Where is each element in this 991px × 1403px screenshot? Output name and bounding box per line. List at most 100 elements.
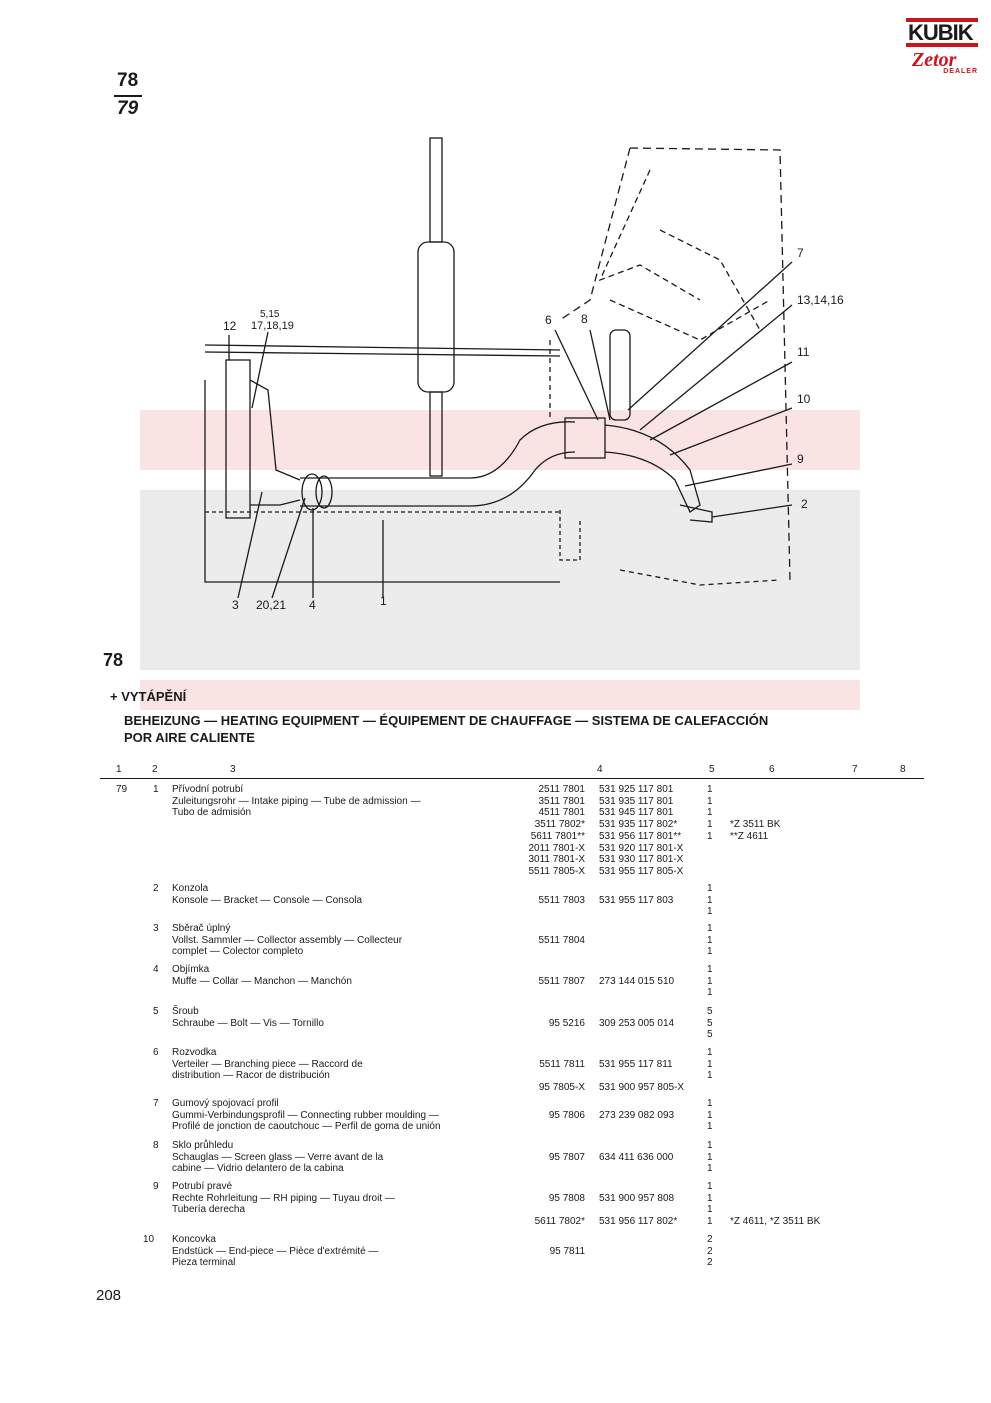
row-quantity: 1 [707,1216,713,1228]
col-header-4: 4 [597,764,603,775]
figure-number-top: 78 [117,70,139,91]
row-part-number: 531 900 957 805-X [599,1082,685,1094]
col-header-1: 1 [116,764,122,775]
row-description-line: Gummi-Verbindungsprofil — Connecting rub… [172,1109,439,1121]
col-header-6: 6 [769,764,775,775]
brand-tag: DEALER [943,68,978,75]
row-quantity: 1 [707,1140,713,1151]
row-position: 9 [153,1181,159,1192]
row-quantity: 5 [707,1029,713,1041]
row-part-number: 531 900 957 808 [599,1192,675,1204]
row-part-number: 531 925 117 801 [599,784,674,795]
callout-4: 4 [309,598,316,612]
row-reference-number: 5611 7801** [530,830,585,842]
row-description-line: Potrubí pravé [172,1181,233,1192]
row-part-number: 531 935 117 801 [599,795,674,807]
row-reference-number: 95 7811 [549,1245,585,1257]
row-quantity: 1 [707,1098,713,1109]
row-description-line: Pieza terminal [172,1257,236,1269]
row-reference-number: 5511 7803 [538,894,585,906]
row-description-line: Schraube — Bolt — Vis — Tornillo [172,1017,324,1029]
callout-20-21: 20,21 [256,598,287,612]
row-description-line: Profilé de jonction de caoutchouc — Perf… [172,1121,441,1133]
brand-sub: Zetor [912,49,957,71]
row-quantity: 1 [707,1151,713,1163]
row-part-number: 531 956 117 801** [599,830,682,842]
section-subtitle-line2: POR AIRE CALIENTE [124,730,255,745]
callout-6: 6 [545,313,552,327]
group-number: 79 [116,784,128,795]
row-position: 5 [153,1006,159,1017]
row-part-number: 273 144 015 510 [599,975,675,987]
row-reference-number: 3511 7802* [534,819,585,831]
row-position: 8 [153,1140,159,1151]
row-position: 3 [153,923,159,934]
row-description-line: cabine — Vidrio delantero de la cabina [172,1163,344,1175]
row-quantity: 1 [707,883,713,894]
row-quantity: 1 [707,1181,713,1192]
row-quantity: 1 [707,923,713,934]
row-description-line: Rechte Rohrleitung — RH piping — Tuyau d… [172,1192,395,1204]
row-part-number: 531 955 117 811 [599,1058,673,1070]
row-quantity: 1 [707,1058,713,1070]
row-reference-number: 2011 7801-X [528,842,585,854]
row-description-line: Verteiler — Branching piece — Raccord de [172,1058,363,1070]
row-quantity: 1 [707,1204,713,1216]
section-subtitle: BEHEIZUNG — HEATING EQUIPMENT — ÉQUIPEME… [124,712,854,746]
dealer-watermark [140,410,860,710]
callout-12: 12 [223,319,237,333]
row-description-line: Tubo de admisión [172,807,252,819]
row-quantity: 1 [707,795,713,807]
row-quantity: 1 [707,1109,713,1121]
row-part-number: 531 930 117 801-X [599,854,684,866]
row-position: 7 [153,1098,159,1109]
row-description-line: Schauglas — Screen glass — Verre avant d… [172,1151,384,1163]
row-quantity: 2 [707,1245,713,1257]
row-quantity: 1 [707,1192,713,1204]
row-part-number: 634 411 636 000 [599,1151,674,1163]
section-subtitle-line1: BEHEIZUNG — HEATING EQUIPMENT — ÉQUIPEME… [124,713,769,728]
callout-10: 10 [797,392,811,406]
row-part-number: 531 955 117 803 [599,894,674,906]
callout-13-14-16: 13,14,16 [797,293,844,307]
row-part-number: 531 955 117 805-X [599,865,684,877]
row-description-line: Tubería derecha [172,1204,246,1216]
figure-number-bottom: 79 [117,98,139,119]
row-note: **Z 4611 [730,830,769,842]
row-quantity: 2 [707,1234,713,1245]
row-note: *Z 3511 BK [730,819,781,831]
row-reference-number: 5611 7802* [534,1216,585,1228]
row-reference-number: 5511 7807 [538,975,585,987]
callout-5-15: 5,15 [260,309,280,320]
row-quantity: 1 [707,964,713,975]
row-description-line: Zuleitungsrohr — Intake piping — Tube de… [172,795,421,807]
row-reference-number: 5511 7811 [539,1058,585,1070]
row-position: 4 [153,964,159,975]
row-quantity: 1 [707,819,713,831]
table-header-rule [100,778,924,779]
col-header-5: 5 [709,764,715,775]
col-header-2: 2 [152,764,158,775]
row-quantity: 1 [707,975,713,987]
callout-7: 7 [797,246,804,260]
row-reference-number: 3511 7801 [538,795,585,807]
row-reference-number: 4511 7801 [538,807,585,819]
row-position: 2 [153,883,159,894]
row-description-line: Koncovka [172,1234,216,1245]
row-description-line: distribution — Racor de distribución [172,1070,330,1082]
row-reference-number: 2511 7801 [538,784,585,795]
row-reference-number: 5511 7805-X [528,865,585,877]
row-part-number: 309 253 005 014 [599,1017,675,1029]
row-description-line: complet — Colector completo [172,946,304,958]
row-part-number: 273 239 082 093 [599,1109,675,1121]
row-description-line: Muffe — Collar — Manchon — Manchón [172,975,352,987]
col-header-7: 7 [852,764,858,775]
row-description-line: Sběrač úplný [172,923,231,934]
row-description-line: Konzola [172,883,209,894]
row-description-line: Objímka [172,964,210,975]
callout-3: 3 [232,598,239,612]
callout-1: 1 [380,594,387,608]
row-quantity: 1 [707,987,713,999]
callout-17-18-19: 17,18,19 [251,320,294,332]
callout-8: 8 [581,312,588,326]
